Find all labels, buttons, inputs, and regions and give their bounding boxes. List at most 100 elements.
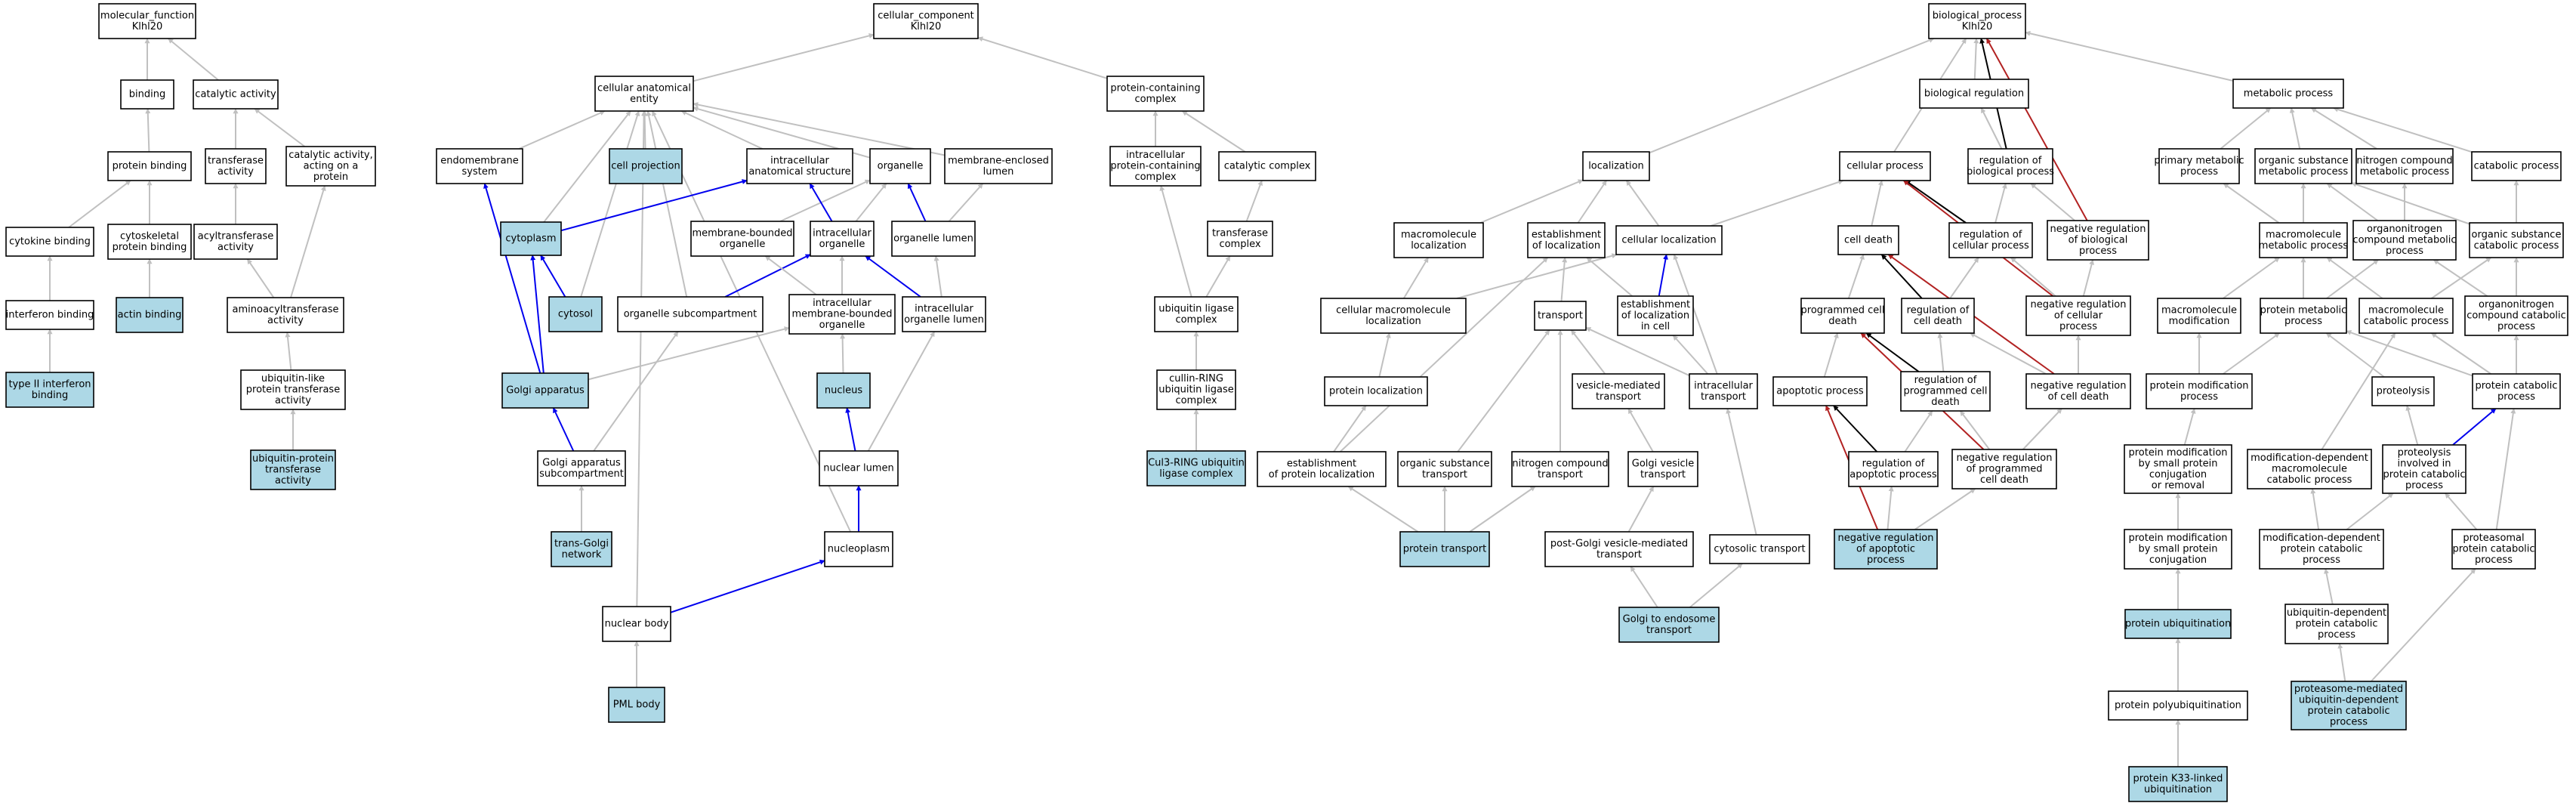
- go-term-node-golgi[interactable]: Golgi apparatus: [501, 372, 589, 409]
- go-term-node-orglumen[interactable]: organelle lumen: [891, 221, 976, 257]
- go-term-node-cytokbind[interactable]: cytokine binding: [5, 227, 94, 257]
- go-term-node-metab[interactable]: metabolic process: [2232, 79, 2344, 109]
- go-term-node-nucleus[interactable]: nucleus: [816, 372, 871, 409]
- go-term-node-catact[interactable]: catalytic activity: [193, 79, 279, 110]
- go-term-node-cellproc[interactable]: cellular process: [1839, 151, 1931, 181]
- go-term-node-nucleoplasm[interactable]: nucleoplasm: [824, 531, 893, 567]
- go-term-node-protpolyubiq[interactable]: protein polyubiquitination: [2108, 690, 2248, 721]
- go-term-node-organelle[interactable]: organelle: [869, 148, 931, 184]
- go-term-node-ifnbind[interactable]: interferon binding: [5, 300, 94, 330]
- go-term-node-protloc[interactable]: protein localization: [1324, 376, 1428, 406]
- go-term-node-nuclumen[interactable]: nuclear lumen: [819, 450, 899, 486]
- go-term-node-cellproj[interactable]: cell projection: [609, 148, 683, 184]
- go-term-node-localization[interactable]: localization: [1582, 151, 1650, 181]
- go-term-node-moddepmacro[interactable]: modification-dependentmacromoleculecatab…: [2247, 449, 2372, 489]
- go-term-node-cytotrans[interactable]: cytosolic transport: [1709, 534, 1810, 564]
- go-term-node-proteolysis[interactable]: proteolysis: [2371, 376, 2435, 406]
- go-term-node-transport[interactable]: transport: [1534, 301, 1587, 331]
- go-term-node-binding[interactable]: binding: [120, 79, 174, 110]
- go-term-node-nucbody[interactable]: nuclear body: [602, 606, 671, 642]
- go-term-node-proteasomeub[interactable]: proteasome-mediatedubiquitin-dependentpr…: [2291, 681, 2407, 730]
- go-term-node-apoptotic[interactable]: apoptotic process: [1772, 376, 1868, 406]
- go-term-node-catabolic[interactable]: catabolic process: [2471, 151, 2562, 181]
- go-term-node-cytosol[interactable]: cytosol: [548, 296, 603, 332]
- go-term-node-cytoplasm[interactable]: cytoplasm: [500, 221, 562, 256]
- go-term-node-celldeath[interactable]: cell death: [1837, 225, 1899, 255]
- go-term-node-protbind[interactable]: protein binding: [107, 151, 192, 181]
- go-term-node-orgsub[interactable]: organelle subcompartment: [617, 296, 764, 332]
- go-term-node-catcomplex[interactable]: catalytic complex: [1218, 151, 1316, 181]
- go-term-node-bioreg[interactable]: biological regulation: [1919, 79, 2029, 109]
- go-term-node-prottransport[interactable]: protein transport: [1399, 531, 1490, 567]
- go-term-node-cellloc[interactable]: cellular localization: [1615, 225, 1723, 255]
